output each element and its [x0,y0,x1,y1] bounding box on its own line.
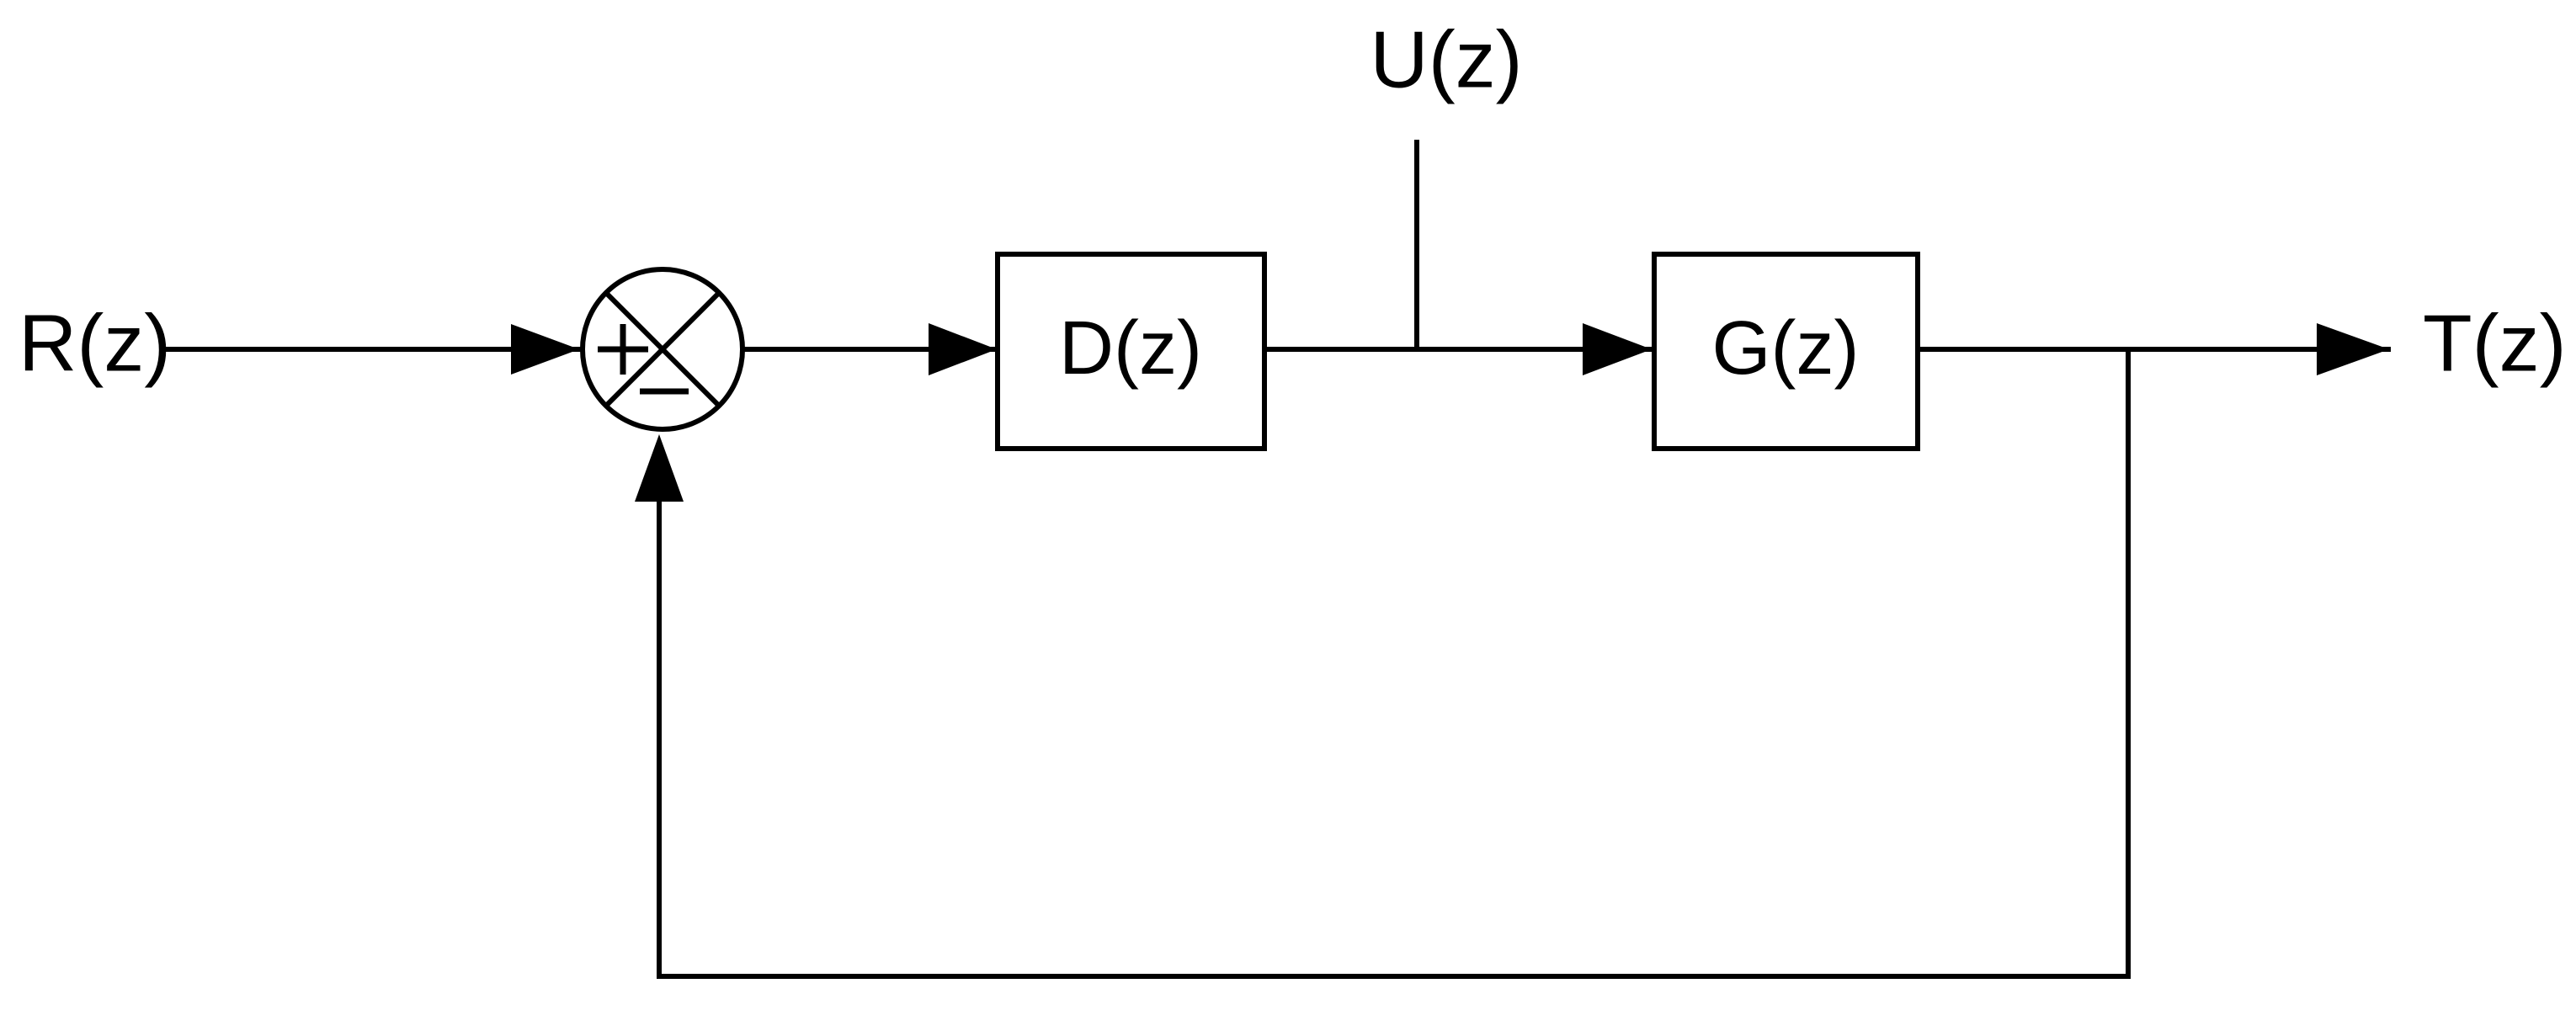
arrowhead-into-controller [929,323,997,375]
arrowhead-into-plant [1583,323,1652,375]
plant-block-label: G(z) [1712,306,1860,391]
controller-block-rect [995,252,1267,451]
plant-block-rect [1652,252,1920,451]
arrowhead-output [2317,323,2389,375]
plus-sign-icon [598,324,648,375]
arrowhead-into-sum [511,324,579,375]
plant-block[interactable]: G(z) [1652,252,1920,451]
control-signal-label: U(z) [1370,14,1522,104]
reference-signal-label: R(z) [19,298,171,388]
controller-block-label: D(z) [1059,306,1202,391]
summing-junction-cross-stroke-b [604,290,721,408]
summing-junction[interactable] [580,267,745,432]
arrowhead-into-sum-feedback [635,434,684,502]
controller-block[interactable]: D(z) [995,252,1267,451]
output-signal-label: T(z) [2423,298,2567,388]
